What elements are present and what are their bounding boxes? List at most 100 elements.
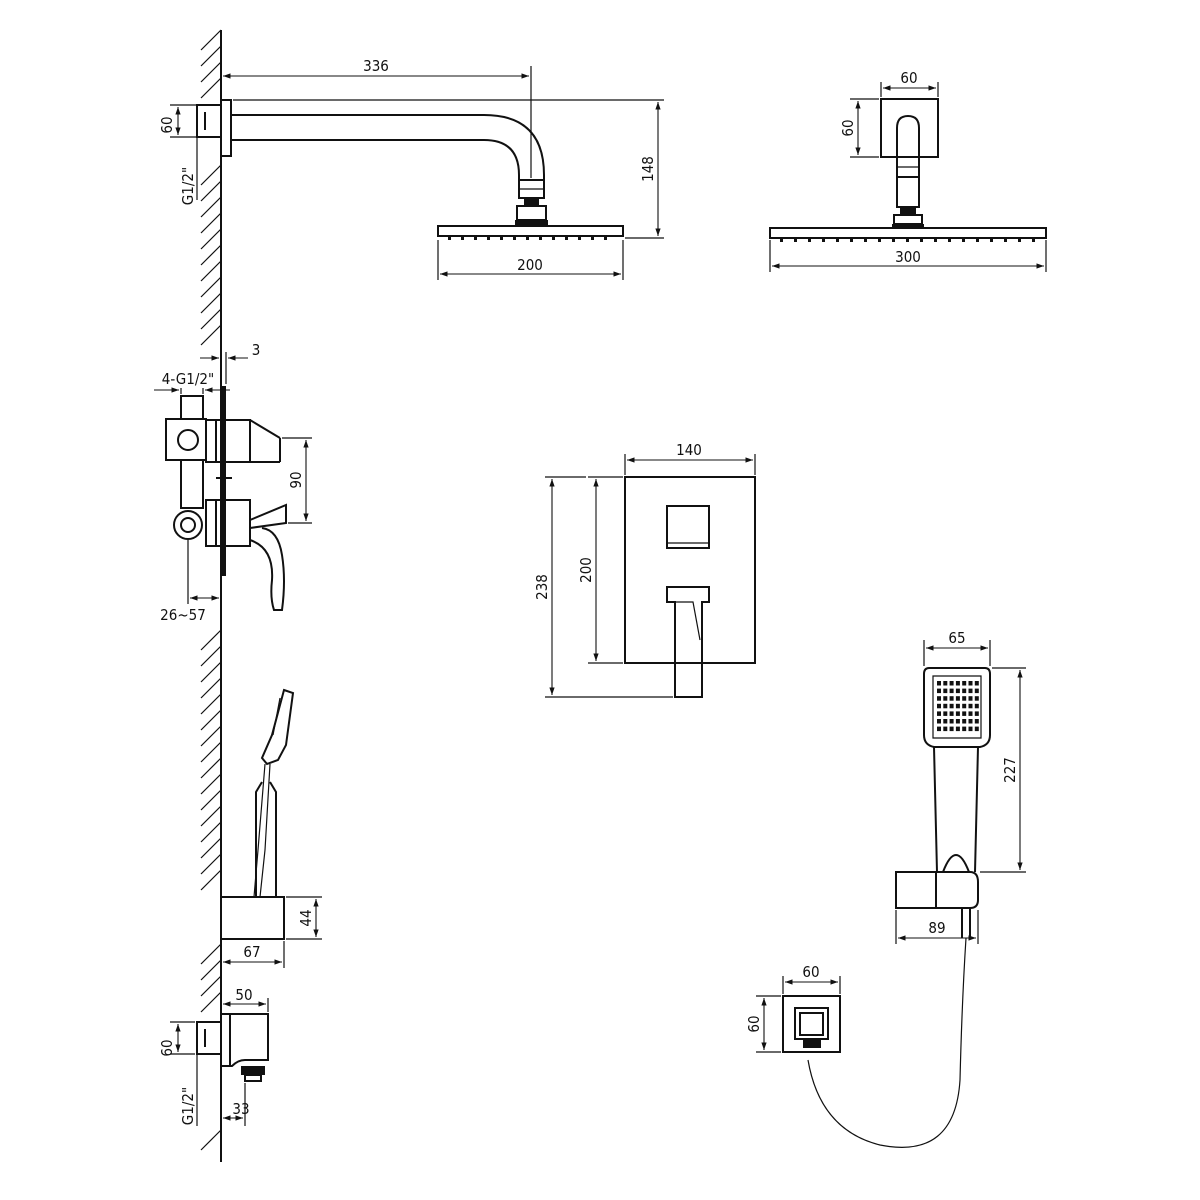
dim-label-arm-height: 148 <box>639 156 657 182</box>
dim-valve-inlets: 4-G1/2" <box>154 370 230 394</box>
spray-hole <box>943 711 948 716</box>
dim-outlet-depth: 50 <box>223 986 269 1012</box>
nozzle <box>461 236 464 240</box>
handshower-front-view <box>807 667 991 1148</box>
dim-label-holder-front-width: 89 <box>928 919 945 937</box>
dim-trim-height-outer: 238 <box>533 476 673 698</box>
spray-hole <box>949 726 954 732</box>
nozzle <box>780 238 783 242</box>
nozzle <box>474 236 477 240</box>
hatch-line <box>200 29 222 51</box>
dim-flange-front-width: 60 <box>880 69 939 97</box>
shower-head-front-view <box>769 98 1047 242</box>
spray-hole <box>962 688 967 694</box>
hatch-line <box>200 260 222 282</box>
spray-hole <box>937 688 941 694</box>
spray-hole <box>937 719 941 724</box>
hatch-line <box>200 244 222 266</box>
dim-outlet-front-height: 60 <box>745 995 781 1053</box>
dim-trim-width: 140 <box>624 441 756 475</box>
spray-hole <box>962 681 967 686</box>
nozzle <box>500 236 503 240</box>
hatch-line <box>200 661 222 683</box>
hatch-line <box>200 164 222 186</box>
valve-trim-front-view <box>624 476 756 698</box>
dim-trim-height-inner: 200 <box>577 476 623 664</box>
spray-hole <box>943 703 948 709</box>
spray-hole <box>943 726 948 732</box>
spray-hole <box>955 719 960 724</box>
spray-hole <box>974 681 979 686</box>
spray-hole <box>943 696 948 701</box>
dim-wall-plate-top: 60 <box>158 104 219 138</box>
wall-outlet-front-view <box>782 995 841 1053</box>
nozzle <box>1018 238 1021 242</box>
spray-hole <box>949 681 954 686</box>
hatch-line <box>200 292 222 314</box>
hatch-line <box>200 959 222 981</box>
hatch-line <box>200 629 222 651</box>
nozzle <box>539 236 542 240</box>
dim-holder-front-width: 89 <box>895 910 979 944</box>
hatch-line <box>200 45 222 67</box>
dim-label-inlet-bottom: G1/2" <box>179 1087 197 1125</box>
spray-hole <box>943 719 948 724</box>
hatch-line <box>200 324 222 346</box>
hatch-line <box>200 821 222 843</box>
dim-flange-front-height: 60 <box>839 98 879 158</box>
dim-inlet-bottom: G1/2" <box>179 1054 198 1126</box>
spray-hole <box>974 688 979 694</box>
hatch-line <box>200 77 222 99</box>
dim-label-holder-height: 44 <box>297 909 315 926</box>
hatch-line <box>200 869 222 891</box>
nozzle <box>565 236 568 240</box>
dim-label-wall-plate-top: 60 <box>158 116 176 133</box>
dim-label-trim-width: 140 <box>676 441 702 459</box>
hatch-line <box>200 709 222 731</box>
spray-hole <box>962 696 967 701</box>
hatch-line <box>200 975 222 997</box>
dim-valve-handle-spacing: 90 <box>282 437 312 524</box>
spray-hole <box>937 726 941 732</box>
hatch-line <box>200 212 222 234</box>
wall <box>200 29 222 1162</box>
nozzle <box>604 236 607 240</box>
dim-label-head-side: 200 <box>517 256 543 274</box>
dim-label-flange-front-width: 60 <box>900 69 917 87</box>
nozzle <box>864 238 867 242</box>
dim-label-valve-handle-spacing: 90 <box>287 471 305 488</box>
hatch-line <box>200 991 222 1013</box>
dim-handshower-length: 227 <box>980 667 1026 873</box>
nozzle <box>552 236 555 240</box>
dim-inlet-top: G1/2" <box>179 137 198 205</box>
hatch-line <box>200 677 222 699</box>
spray-hole <box>962 719 967 724</box>
spray-hole <box>974 696 979 701</box>
nozzle <box>934 238 937 242</box>
nozzle <box>794 238 797 242</box>
spray-hole <box>943 688 948 694</box>
nozzle <box>1032 238 1035 242</box>
nozzle <box>892 238 895 242</box>
spray-hole <box>955 726 960 732</box>
dim-outlet-nipple: 33 <box>223 1083 250 1126</box>
spray-hole <box>968 696 973 701</box>
spray-hole <box>962 726 967 732</box>
valve-side-view <box>165 386 287 611</box>
shower-arm-side-view <box>196 99 624 240</box>
dim-holder-height: 44 <box>286 896 322 940</box>
hatch-line <box>200 276 222 298</box>
hatch-line <box>200 773 222 795</box>
nozzle <box>578 236 581 240</box>
spray-hole <box>974 726 979 732</box>
spray-hole <box>962 711 967 716</box>
spray-hole <box>949 688 954 694</box>
dim-outlet-front-width: 60 <box>782 963 841 994</box>
spray-hole <box>968 719 973 724</box>
dim-label-outlet-height-side: 60 <box>158 1039 176 1056</box>
spray-hole <box>968 688 973 694</box>
dim-valve-depth: 26~57 <box>160 540 219 624</box>
spray-hole <box>955 688 960 694</box>
nozzle <box>920 238 923 242</box>
